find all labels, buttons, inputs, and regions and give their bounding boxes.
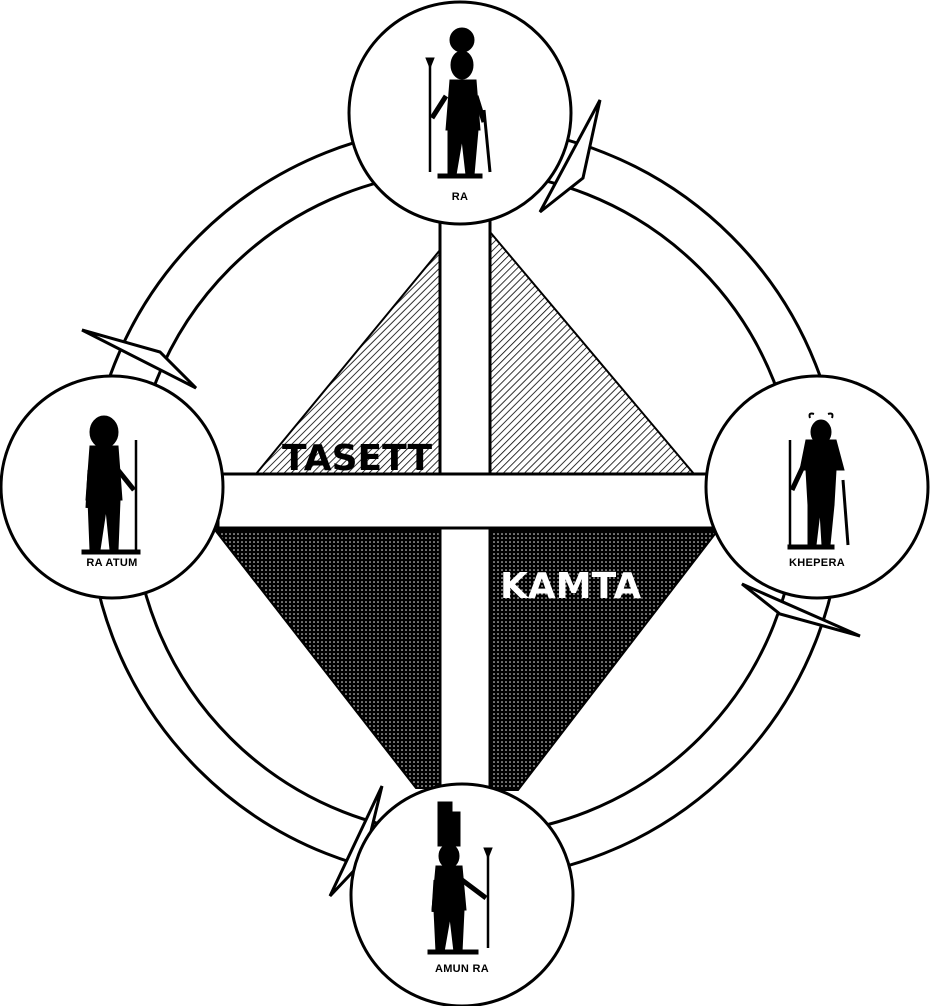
- medallion-ra: RA: [347, 0, 573, 226]
- khepera-figure-icon: [787, 412, 850, 550]
- arrowhead-lower-left: [328, 785, 384, 898]
- lower-pyramid: [212, 529, 721, 791]
- ra-figure-icon: [425, 27, 492, 179]
- ra-atum-label: RA ATUM: [86, 557, 137, 569]
- ra-atum-figure-icon: [81, 415, 141, 555]
- lower-pyramid-left-face: [212, 529, 441, 789]
- arrowhead-upper-right: [538, 99, 602, 214]
- arrowhead-upper-left: [81, 328, 198, 390]
- upper-pyramid-right-face: [489, 229, 697, 475]
- kamta-label: KAMTA: [500, 566, 641, 607]
- cycle-arrowheads: [81, 99, 861, 898]
- arrowhead-lower-right: [741, 582, 861, 638]
- amun-ra-label: AMUN RA: [435, 963, 489, 975]
- amun-ra-figure-icon: [427, 801, 493, 955]
- medallion-ra-atum: RA ATUM: [0, 374, 225, 600]
- medallion-khepera: KHEPERA: [704, 374, 930, 600]
- tasett-label: TASETT: [282, 438, 433, 479]
- ra-label: RA: [452, 191, 469, 203]
- khepera-label: KHEPERA: [789, 557, 845, 569]
- medallion-amun-ra: AMUN RA: [349, 782, 575, 1006]
